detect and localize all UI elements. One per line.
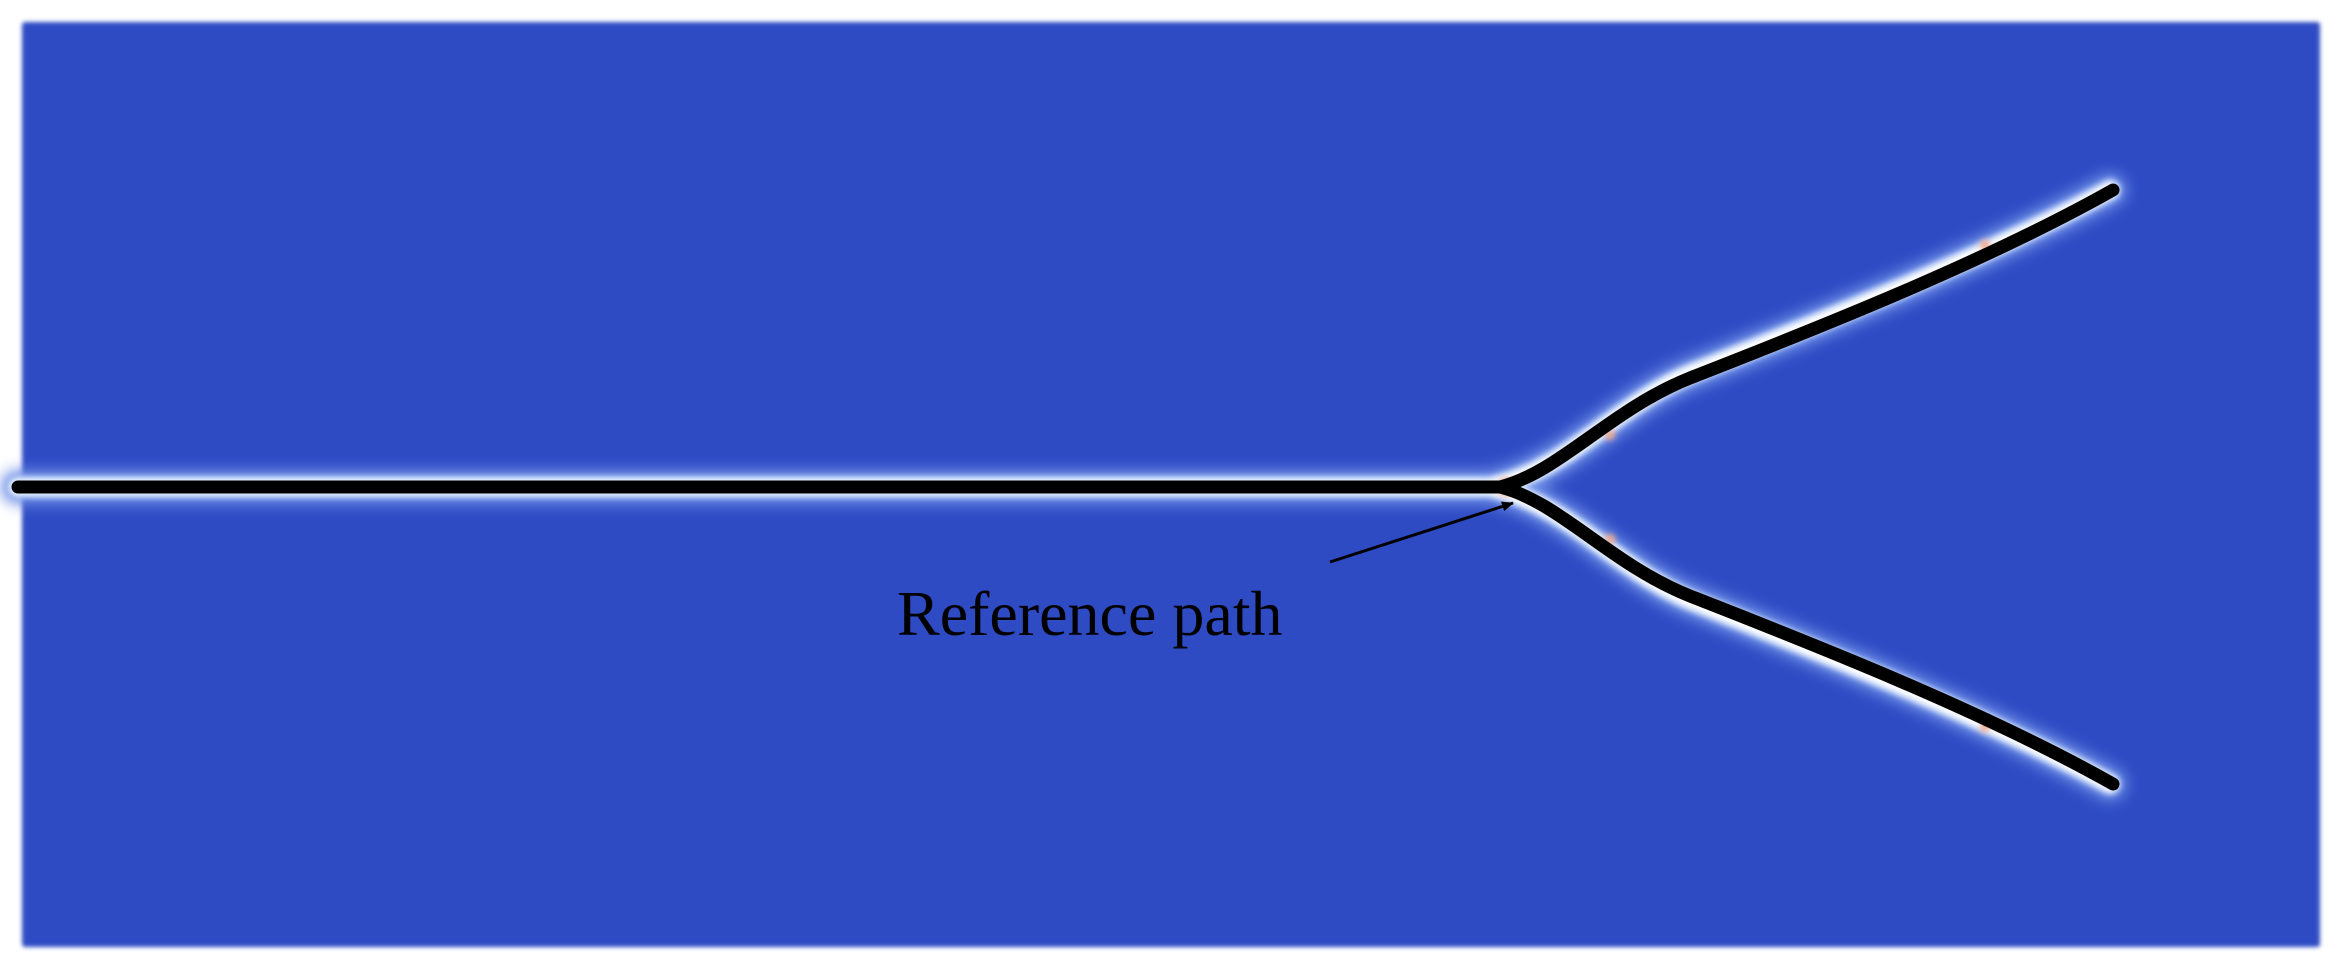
annotation-arrow <box>1329 501 1514 564</box>
reference-path-upper-branch <box>1493 183 2120 494</box>
reference-path <box>11 183 2120 791</box>
annotation-label: Reference path <box>897 578 1283 649</box>
reference-path-lower-branch <box>1493 480 2120 791</box>
